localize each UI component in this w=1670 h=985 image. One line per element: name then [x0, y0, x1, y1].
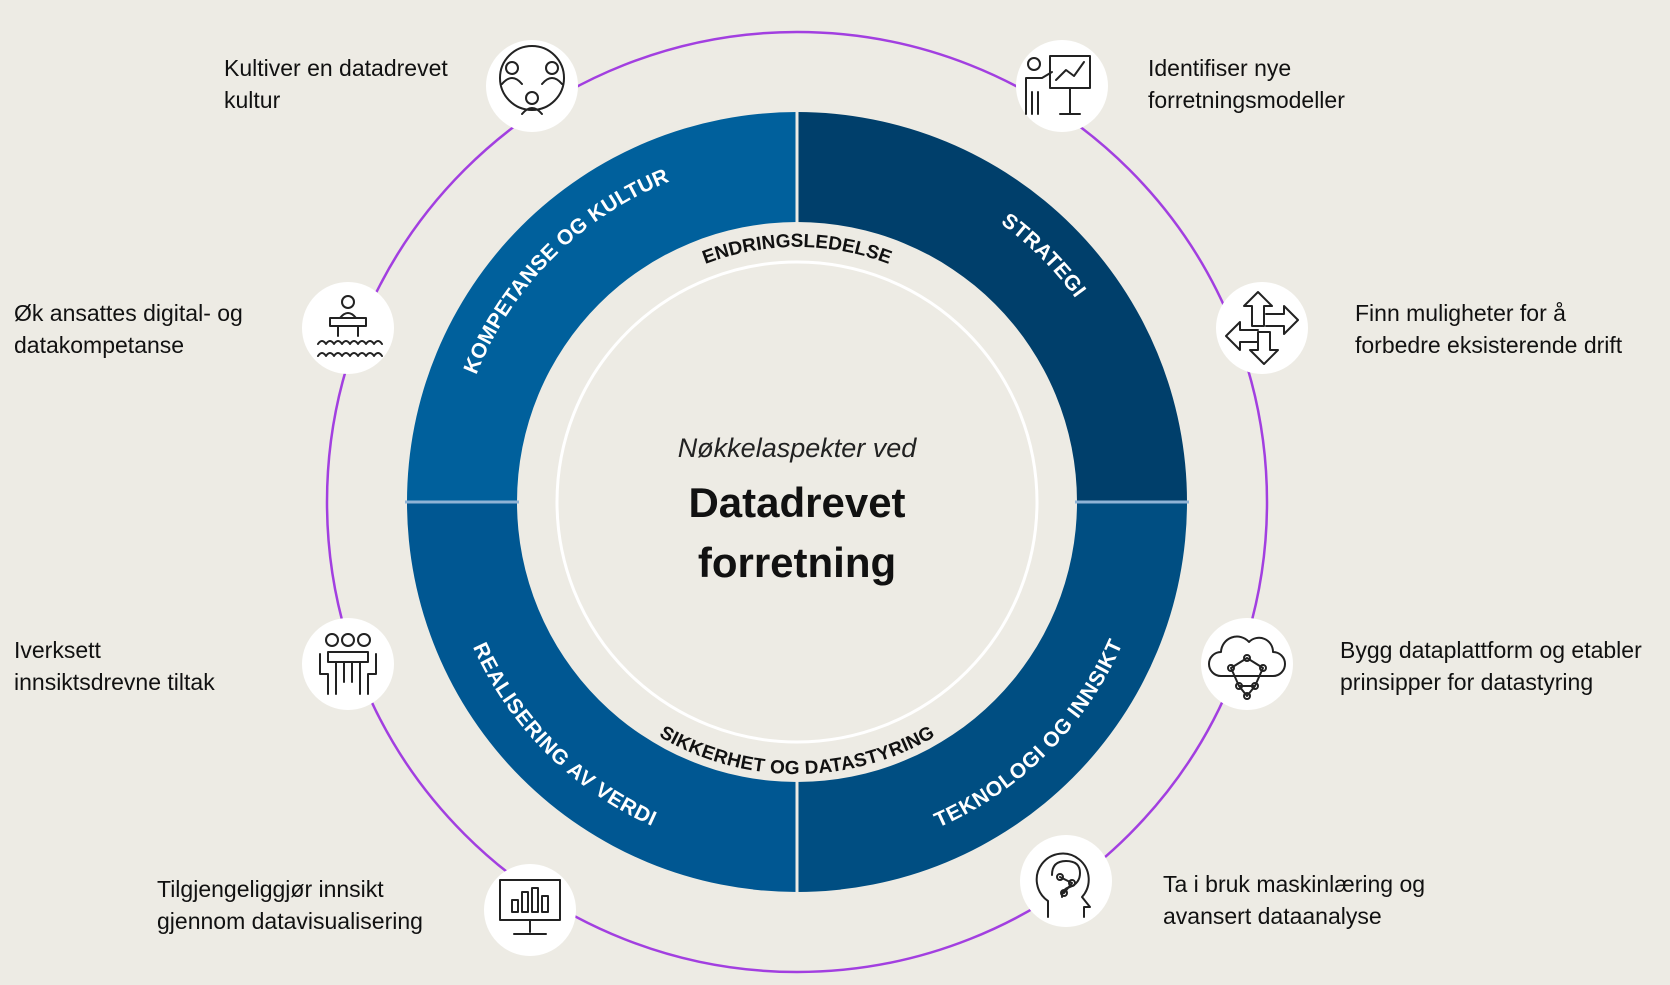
node-label-line1: Øk ansattes digital- og	[14, 300, 243, 326]
center-subtitle: Nøkkelaspekter ved	[678, 433, 918, 463]
outer-circle	[325, 30, 1269, 974]
node-label-line2: kultur	[224, 87, 281, 113]
people-network-icon	[486, 40, 578, 132]
classroom-teacher-icon	[302, 282, 394, 374]
node-label-line2: prinsipper for datastyring	[1340, 669, 1594, 695]
node-label-line1: Finn muligheter for å	[1355, 300, 1566, 326]
brain-head-icon	[1020, 835, 1112, 927]
node-label-maskinlaering: Ta i bruk maskinlæring og avansert dataa…	[1163, 868, 1425, 932]
node-label-line2: innsiktsdrevne tiltak	[14, 669, 215, 695]
monitor-chart-icon	[484, 864, 576, 956]
node-label-line1: Tilgjengeliggjør innsikt	[157, 876, 384, 902]
node-label-line1: Identifiser nye	[1148, 55, 1292, 81]
node-label-line2: datakompetanse	[14, 332, 185, 358]
cloud-network-icon	[1201, 618, 1293, 710]
arrows-directions-icon	[1216, 282, 1308, 374]
node-label-line2: gjennom datavisualisering	[157, 908, 423, 934]
segment-realisering-av-verdi	[407, 502, 797, 892]
segment-strategi	[797, 112, 1187, 502]
node-label-kompetanse: Øk ansattes digital- og datakompetanse	[14, 297, 243, 361]
presentation-chart-icon	[1016, 40, 1108, 132]
node-label-datavisualisering: Tilgjengeliggjør innsikt gjennom datavis…	[157, 873, 423, 937]
center-title-line1: Datadrevet	[688, 479, 905, 526]
node-label-drift: Finn muligheter for å forbedre eksistere…	[1355, 297, 1622, 361]
node-label-line1: Iverksett	[14, 637, 101, 663]
node-label-line1: Bygg dataplattform og etabler	[1340, 637, 1642, 663]
node-label-line2: avansert dataanalyse	[1163, 903, 1382, 929]
team-meeting-icon	[302, 618, 394, 710]
node-label-dataplattform: Bygg dataplattform og etabler prinsipper…	[1340, 634, 1642, 698]
node-label-forretningsmodeller: Identifiser nye forretningsmodeller	[1148, 52, 1345, 116]
segment-kompetanse-og-kultur	[407, 112, 797, 502]
inner-circle	[555, 260, 1039, 744]
node-label-line2: forbedre eksisterende drift	[1355, 332, 1623, 358]
node-label-line1: Ta i bruk maskinlæring og	[1163, 871, 1426, 897]
center-title-line2: forretning	[698, 539, 896, 586]
node-label-kultur: Kultiver en datadrevet kultur	[224, 52, 448, 116]
node-label-line1: Kultiver en datadrevet	[224, 55, 448, 81]
node-label-tiltak: Iverksett innsiktsdrevne tiltak	[14, 634, 215, 698]
node-label-line2: forretningsmodeller	[1148, 87, 1345, 113]
segment-teknologi-og-innsikt	[797, 502, 1187, 892]
